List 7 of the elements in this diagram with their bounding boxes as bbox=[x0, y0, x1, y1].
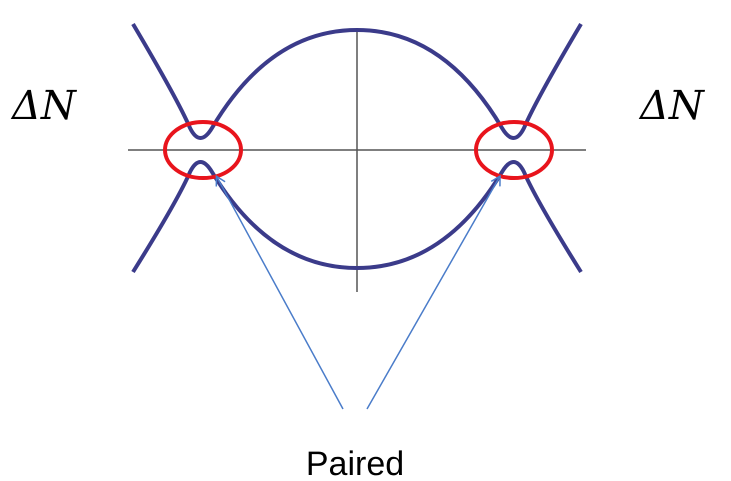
leader-arrow bbox=[366, 175, 501, 410]
delta-n-label: ΔN bbox=[640, 86, 704, 126]
highlight-circle bbox=[474, 120, 554, 180]
delta-n-label: ΔN bbox=[12, 86, 76, 126]
leader-arrow bbox=[216, 175, 344, 410]
callout-text: Paired bbox=[304, 447, 406, 481]
highlight-circle bbox=[163, 120, 243, 180]
